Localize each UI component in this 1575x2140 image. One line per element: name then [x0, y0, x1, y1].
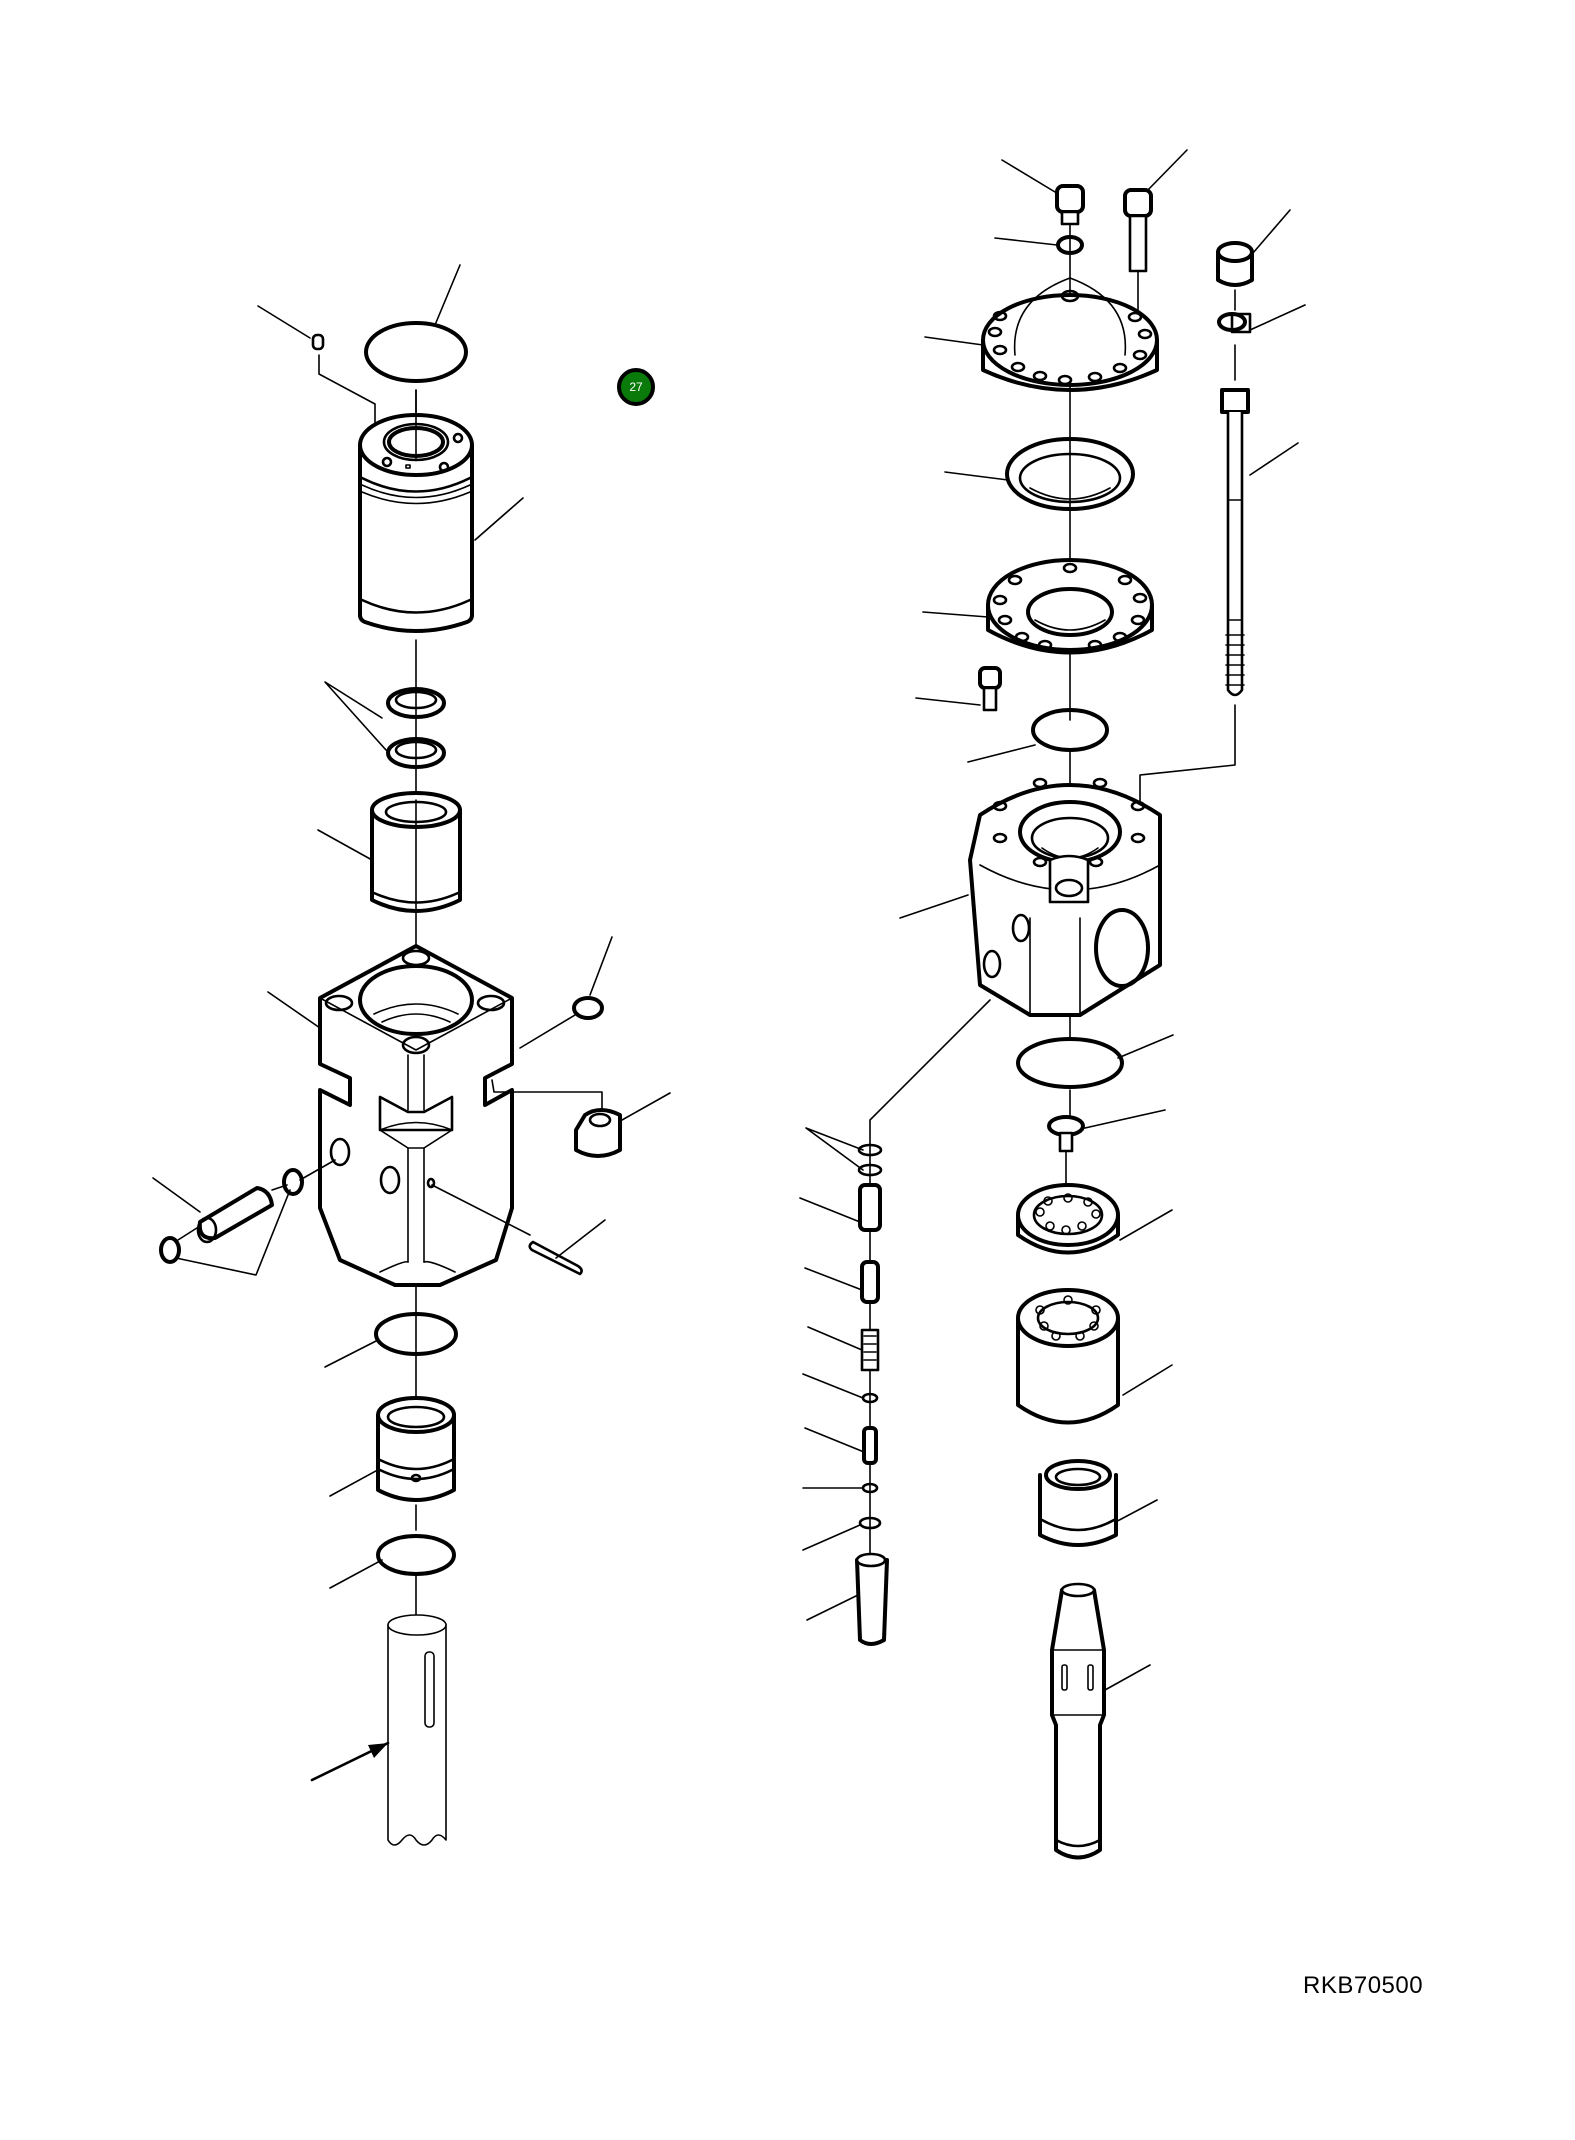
o-ring-bottom-left [329, 1534, 456, 1621]
cap [1216, 209, 1291, 311]
piston [1050, 1582, 1151, 1860]
front-head-body [267, 944, 514, 1287]
washer [994, 235, 1084, 255]
callout-badge[interactable]: 27 [617, 368, 655, 406]
plug-right [1047, 1109, 1166, 1186]
valve-stack [799, 999, 991, 1646]
sleeve [1038, 1459, 1158, 1547]
bushing [317, 791, 462, 961]
drawing-reference-code: RKB70500 [1303, 1972, 1424, 1999]
side-pin-with-o-rings [152, 1159, 336, 1276]
grease-fitting [519, 936, 613, 1049]
chisel-tool [310, 1614, 447, 1846]
o-ring-lower-left [324, 1284, 458, 1401]
stop-block [491, 1079, 671, 1158]
lock-plate [1217, 304, 1306, 381]
seal-pair [324, 639, 446, 801]
diaphragm [944, 437, 1135, 561]
back-head-cover [924, 277, 1159, 441]
plug-part [257, 305, 376, 439]
front-bushing [329, 1396, 456, 1531]
back-head-flange [922, 558, 1154, 721]
valve-housing [899, 777, 1162, 1041]
cylinder-sleeve [358, 389, 524, 633]
bearing-ring [1016, 1183, 1173, 1255]
cross-pin [431, 1184, 606, 1276]
short-bolt [915, 666, 1002, 712]
o-ring-lower-right [1016, 1034, 1174, 1116]
tie-rod [1139, 388, 1299, 821]
long-bolt [1123, 149, 1188, 311]
socket-bolt [1001, 159, 1085, 301]
valve-body [1016, 1288, 1173, 1425]
